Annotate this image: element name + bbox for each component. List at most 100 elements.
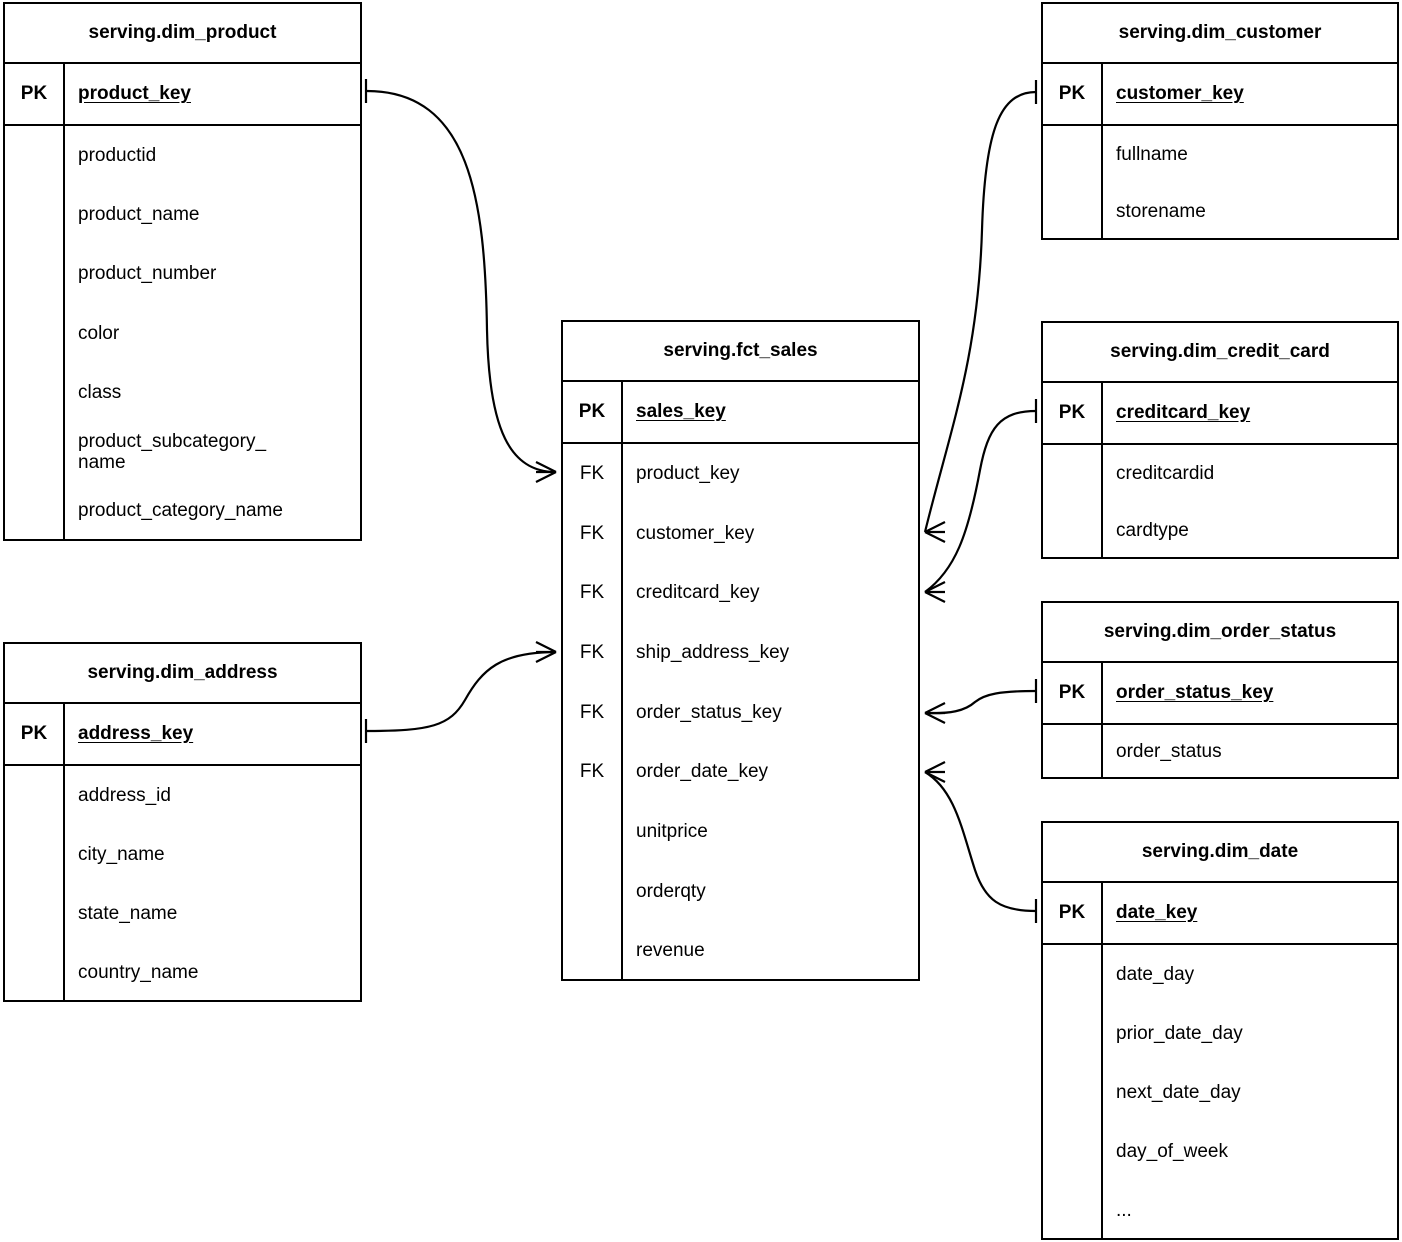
- entity-title-dim-customer: serving.dim_customer: [1043, 4, 1397, 64]
- attribute-row: color: [78, 322, 120, 344]
- pk-row-dim-date[interactable]: PK date_key: [1043, 883, 1397, 945]
- pk-badge-dim-date: PK: [1043, 883, 1103, 943]
- pk-field-label-dim-product: product_key: [78, 83, 191, 105]
- relationship-creditcard-to-sales: [924, 399, 1038, 603]
- attribute-row: product_name: [78, 204, 200, 225]
- pk-badge-dim-credit-card: PK: [1043, 383, 1103, 443]
- measure-row: revenue: [636, 940, 705, 962]
- relationship-date-to-sales: [924, 761, 1038, 923]
- pk-badge-dim-product: PK: [5, 64, 65, 124]
- fk-badge-column-fct-sales: FK FK FK FK FK FK: [563, 444, 623, 981]
- attr-keycol-dim-credit-card: [1043, 445, 1103, 559]
- pk-row-fct-sales[interactable]: PK sales_key: [563, 382, 918, 444]
- attribute-row: city_name: [78, 843, 165, 865]
- fk-badge: FK: [579, 641, 605, 663]
- attribute-row: day_of_week: [1116, 1140, 1228, 1162]
- attribute-row: next_date_day: [1116, 1081, 1241, 1103]
- relationship-order-status-to-sales: [924, 679, 1038, 724]
- attribute-row: fullname: [1116, 143, 1188, 165]
- pk-badge-dim-order-status: PK: [1043, 663, 1103, 723]
- pk-field-dim-product: product_key: [65, 64, 360, 124]
- relationship-address-to-sales: [364, 641, 557, 743]
- attribute-row: date_day: [1116, 963, 1195, 985]
- relationship-product-to-sales: [364, 79, 557, 483]
- entity-dim-date[interactable]: serving.dim_date PK date_key date_day pr…: [1041, 821, 1399, 1240]
- pk-row-dim-customer[interactable]: PK customer_key: [1043, 64, 1397, 126]
- pk-field-label-dim-order-status: order_status_key: [1116, 682, 1274, 704]
- attribute-row-ellipsis: ...: [1116, 1199, 1132, 1221]
- attribute-row: product_subcategory_ name: [78, 430, 267, 474]
- attr-names-dim-product: productid product_name product_number co…: [65, 126, 360, 541]
- crowsfoot-order-status: [924, 702, 946, 724]
- fk-row: product_key: [636, 462, 740, 484]
- measure-row: unitprice: [636, 820, 708, 842]
- fk-row: creditcard_key: [636, 582, 760, 604]
- pk-badge-dim-address: PK: [5, 704, 65, 764]
- entity-dim-address[interactable]: serving.dim_address PK address_key addre…: [3, 642, 362, 1002]
- pk-field-dim-address: address_key: [65, 704, 360, 764]
- attr-names-dim-date: date_day prior_date_day next_date_day da…: [1103, 945, 1397, 1240]
- pk-field-label-dim-date: date_key: [1116, 902, 1198, 924]
- pk-badge-fct-sales: PK: [563, 382, 623, 442]
- attribute-row: creditcardid: [1116, 462, 1215, 484]
- entity-title-dim-credit-card: serving.dim_credit_card: [1043, 323, 1397, 383]
- entity-title-dim-order-status: serving.dim_order_status: [1043, 603, 1397, 663]
- fk-row: customer_key: [636, 522, 755, 544]
- attribute-row: productid: [78, 144, 157, 166]
- attr-keycol-dim-address: [5, 766, 65, 1002]
- attribute-row: address_id: [78, 784, 171, 806]
- columns-fct-sales: FK FK FK FK FK FK product_key customer_k…: [563, 444, 918, 981]
- entity-dim-order-status[interactable]: serving.dim_order_status PK order_status…: [1041, 601, 1399, 779]
- measure-badge-empty: [563, 921, 621, 981]
- attributes-dim-product: productid product_name product_number co…: [5, 126, 360, 541]
- attribute-row: product_category_name: [78, 500, 283, 522]
- fk-badge: FK: [579, 522, 605, 544]
- relationship-customer-to-sales: [923, 80, 1038, 543]
- pk-field-dim-credit-card: creditcard_key: [1103, 383, 1397, 443]
- attr-keycol-dim-order-status: [1043, 725, 1103, 779]
- entity-dim-customer[interactable]: serving.dim_customer PK customer_key ful…: [1041, 2, 1399, 240]
- entity-dim-product[interactable]: serving.dim_product PK product_key produ…: [3, 2, 362, 541]
- entity-fct-sales[interactable]: serving.fct_sales PK sales_key FK FK FK …: [561, 320, 920, 981]
- pk-field-fct-sales: sales_key: [623, 382, 918, 442]
- pk-field-label-dim-address: address_key: [78, 723, 194, 745]
- attribute-row: country_name: [78, 961, 199, 983]
- fk-badge: FK: [579, 582, 605, 604]
- attr-keycol-dim-date: [1043, 945, 1103, 1240]
- pk-field-dim-order-status: order_status_key: [1103, 663, 1397, 723]
- crowsfoot-product: [535, 461, 557, 483]
- fk-row: order_status_key: [636, 701, 782, 723]
- pk-row-dim-credit-card[interactable]: PK creditcard_key: [1043, 383, 1397, 445]
- pk-row-dim-product[interactable]: PK product_key: [5, 64, 360, 126]
- pk-row-dim-address[interactable]: PK address_key: [5, 704, 360, 766]
- pk-field-dim-date: date_key: [1103, 883, 1397, 943]
- pk-field-dim-customer: customer_key: [1103, 64, 1397, 124]
- crowsfoot-date: [924, 761, 946, 783]
- pk-field-label-dim-credit-card: creditcard_key: [1116, 402, 1251, 424]
- fk-row: ship_address_key: [636, 641, 790, 663]
- column-names-fct-sales: product_key customer_key creditcard_key …: [623, 444, 918, 981]
- entity-title-dim-address: serving.dim_address: [5, 644, 360, 704]
- entity-title-dim-date: serving.dim_date: [1043, 823, 1397, 883]
- measure-row: orderqty: [636, 880, 706, 902]
- pk-row-dim-order-status[interactable]: PK order_status_key: [1043, 663, 1397, 725]
- attribute-row: order_status: [1116, 741, 1222, 763]
- pk-field-label-dim-customer: customer_key: [1116, 83, 1244, 105]
- attribute-row: state_name: [78, 902, 178, 924]
- entity-dim-credit-card[interactable]: serving.dim_credit_card PK creditcard_ke…: [1041, 321, 1399, 559]
- attr-keycol-dim-customer: [1043, 126, 1103, 240]
- attribute-row: storename: [1116, 200, 1206, 222]
- crowsfoot-creditcard: [924, 581, 946, 603]
- attr-names-dim-order-status: order_status: [1103, 725, 1397, 779]
- fk-badge: FK: [579, 462, 605, 484]
- pk-field-label-fct-sales: sales_key: [636, 401, 726, 423]
- measure-badge-empty: [563, 862, 621, 922]
- attributes-dim-credit-card: creditcardid cardtype: [1043, 445, 1397, 559]
- attributes-dim-date: date_day prior_date_day next_date_day da…: [1043, 945, 1397, 1240]
- attribute-row: cardtype: [1116, 519, 1189, 541]
- attr-names-dim-customer: fullname storename: [1103, 126, 1397, 240]
- fk-badge: FK: [579, 761, 605, 783]
- entity-title-dim-product: serving.dim_product: [5, 4, 360, 64]
- attributes-dim-address: address_id city_name state_name country_…: [5, 766, 360, 1002]
